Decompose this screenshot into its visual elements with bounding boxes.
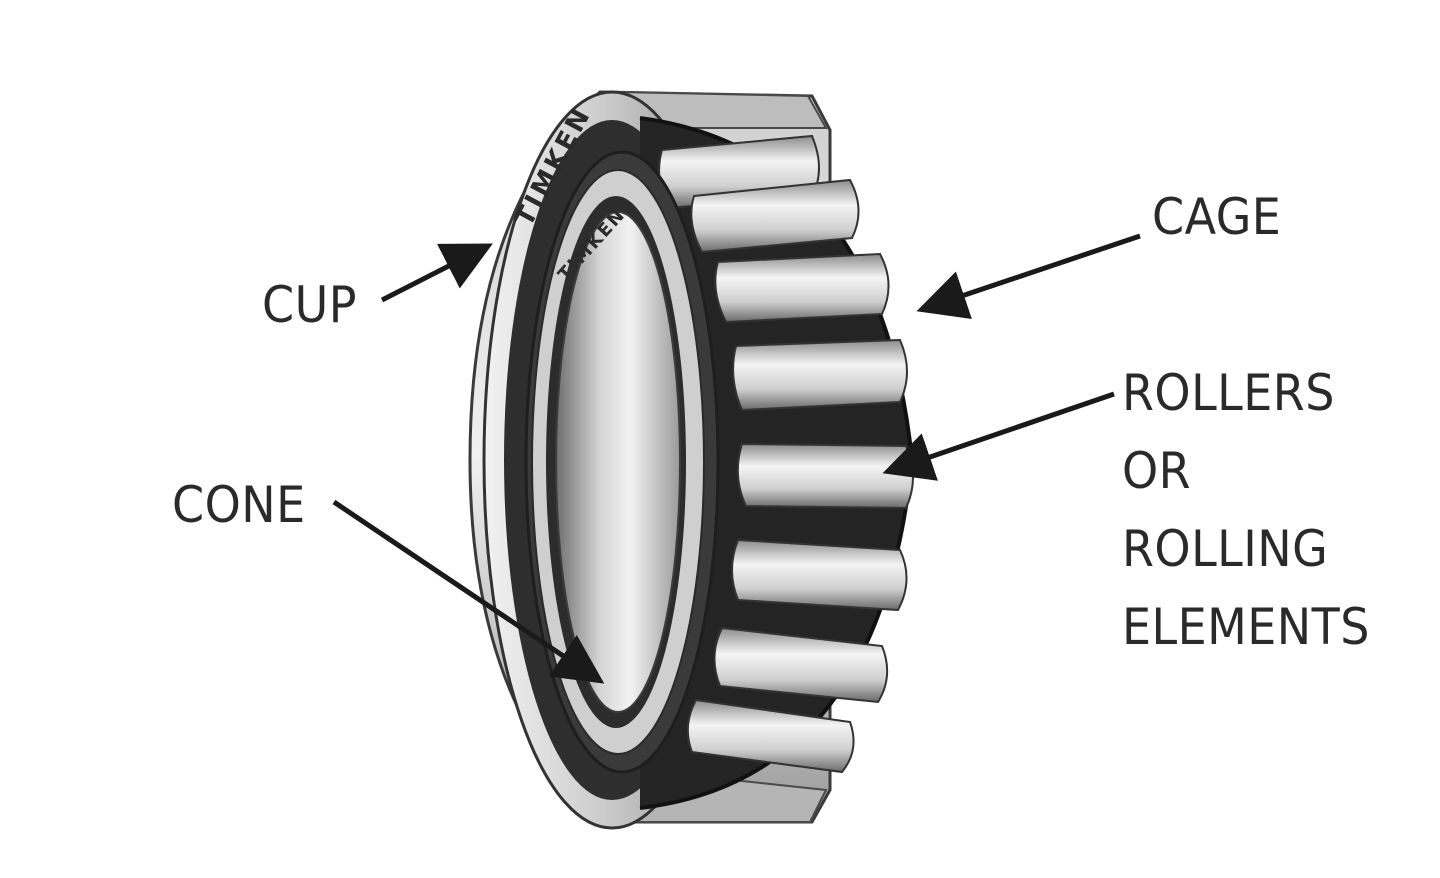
- rollers-label-line: ELEMENTS: [1122, 598, 1370, 656]
- rollers-label: ROLLERS OR ROLLING ELEMENTS: [1122, 354, 1370, 666]
- roller: [713, 626, 889, 704]
- rollers-label-line: ROLLING: [1122, 520, 1329, 578]
- roller: [731, 538, 908, 612]
- cone-ring: [524, 150, 720, 774]
- rollers-arrow: [882, 391, 1115, 481]
- roller: [732, 338, 908, 412]
- roller: [736, 442, 914, 510]
- rollers-label-line: ROLLERS: [1122, 364, 1335, 422]
- roller: [714, 252, 890, 324]
- rollers: [658, 134, 914, 774]
- cup-label: CUP: [262, 276, 357, 334]
- cone-label: CONE: [172, 476, 306, 534]
- cup-arrow: [380, 243, 493, 303]
- cage-label: CAGE: [1152, 188, 1282, 246]
- cone-arrow: [332, 499, 605, 684]
- roller: [690, 178, 860, 254]
- cage-arrow: [916, 233, 1141, 319]
- arrows: [332, 233, 1141, 684]
- roller: [686, 698, 855, 774]
- rollers-label-line: OR: [1122, 442, 1192, 500]
